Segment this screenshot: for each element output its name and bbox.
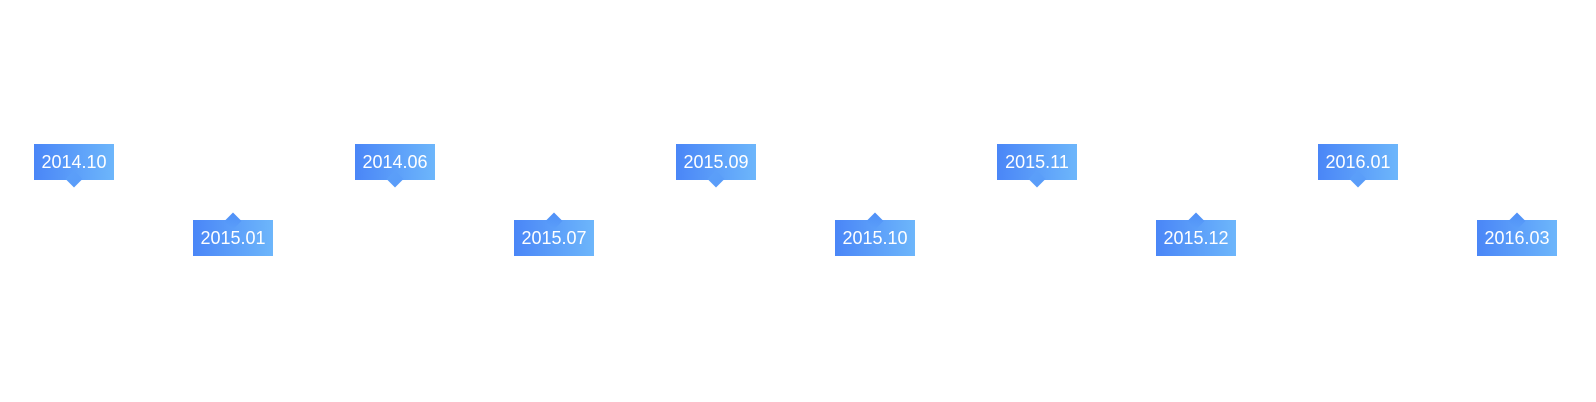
pointer-down-icon	[65, 170, 83, 188]
date-tag: 2015.10	[835, 212, 915, 256]
date-label: 2014.10	[41, 152, 107, 172]
pointer-down-icon	[386, 170, 404, 188]
date-label: 2015.10	[842, 228, 908, 248]
date-tag: 2016.03	[1477, 212, 1557, 256]
date-tag: 2015.12	[1156, 212, 1236, 256]
date-label: 2014.06	[362, 152, 428, 172]
date-tag: 2015.07	[514, 212, 594, 256]
date-label: 2015.09	[683, 152, 749, 172]
date-tag: 2015.01	[193, 212, 273, 256]
date-label: 2016.01	[1325, 152, 1391, 172]
date-tag: 2015.09	[676, 144, 756, 188]
pointer-down-icon	[707, 170, 725, 188]
pointer-down-icon	[1028, 170, 1046, 188]
pointer-up-icon	[1508, 212, 1526, 230]
pointer-up-icon	[224, 212, 242, 230]
date-tag: 2014.06	[355, 144, 435, 188]
date-label: 2015.12	[1163, 228, 1229, 248]
date-label: 2015.01	[200, 228, 266, 248]
date-label: 2015.11	[1005, 152, 1069, 172]
date-tag: 2016.01	[1318, 144, 1398, 188]
pointer-up-icon	[545, 212, 563, 230]
date-label: 2016.03	[1484, 228, 1550, 248]
date-tag: 2014.10	[34, 144, 114, 188]
date-tag: 2015.11	[997, 144, 1077, 188]
date-label: 2015.07	[521, 228, 587, 248]
pointer-up-icon	[1187, 212, 1205, 230]
pointer-up-icon	[866, 212, 884, 230]
pointer-down-icon	[1349, 170, 1367, 188]
